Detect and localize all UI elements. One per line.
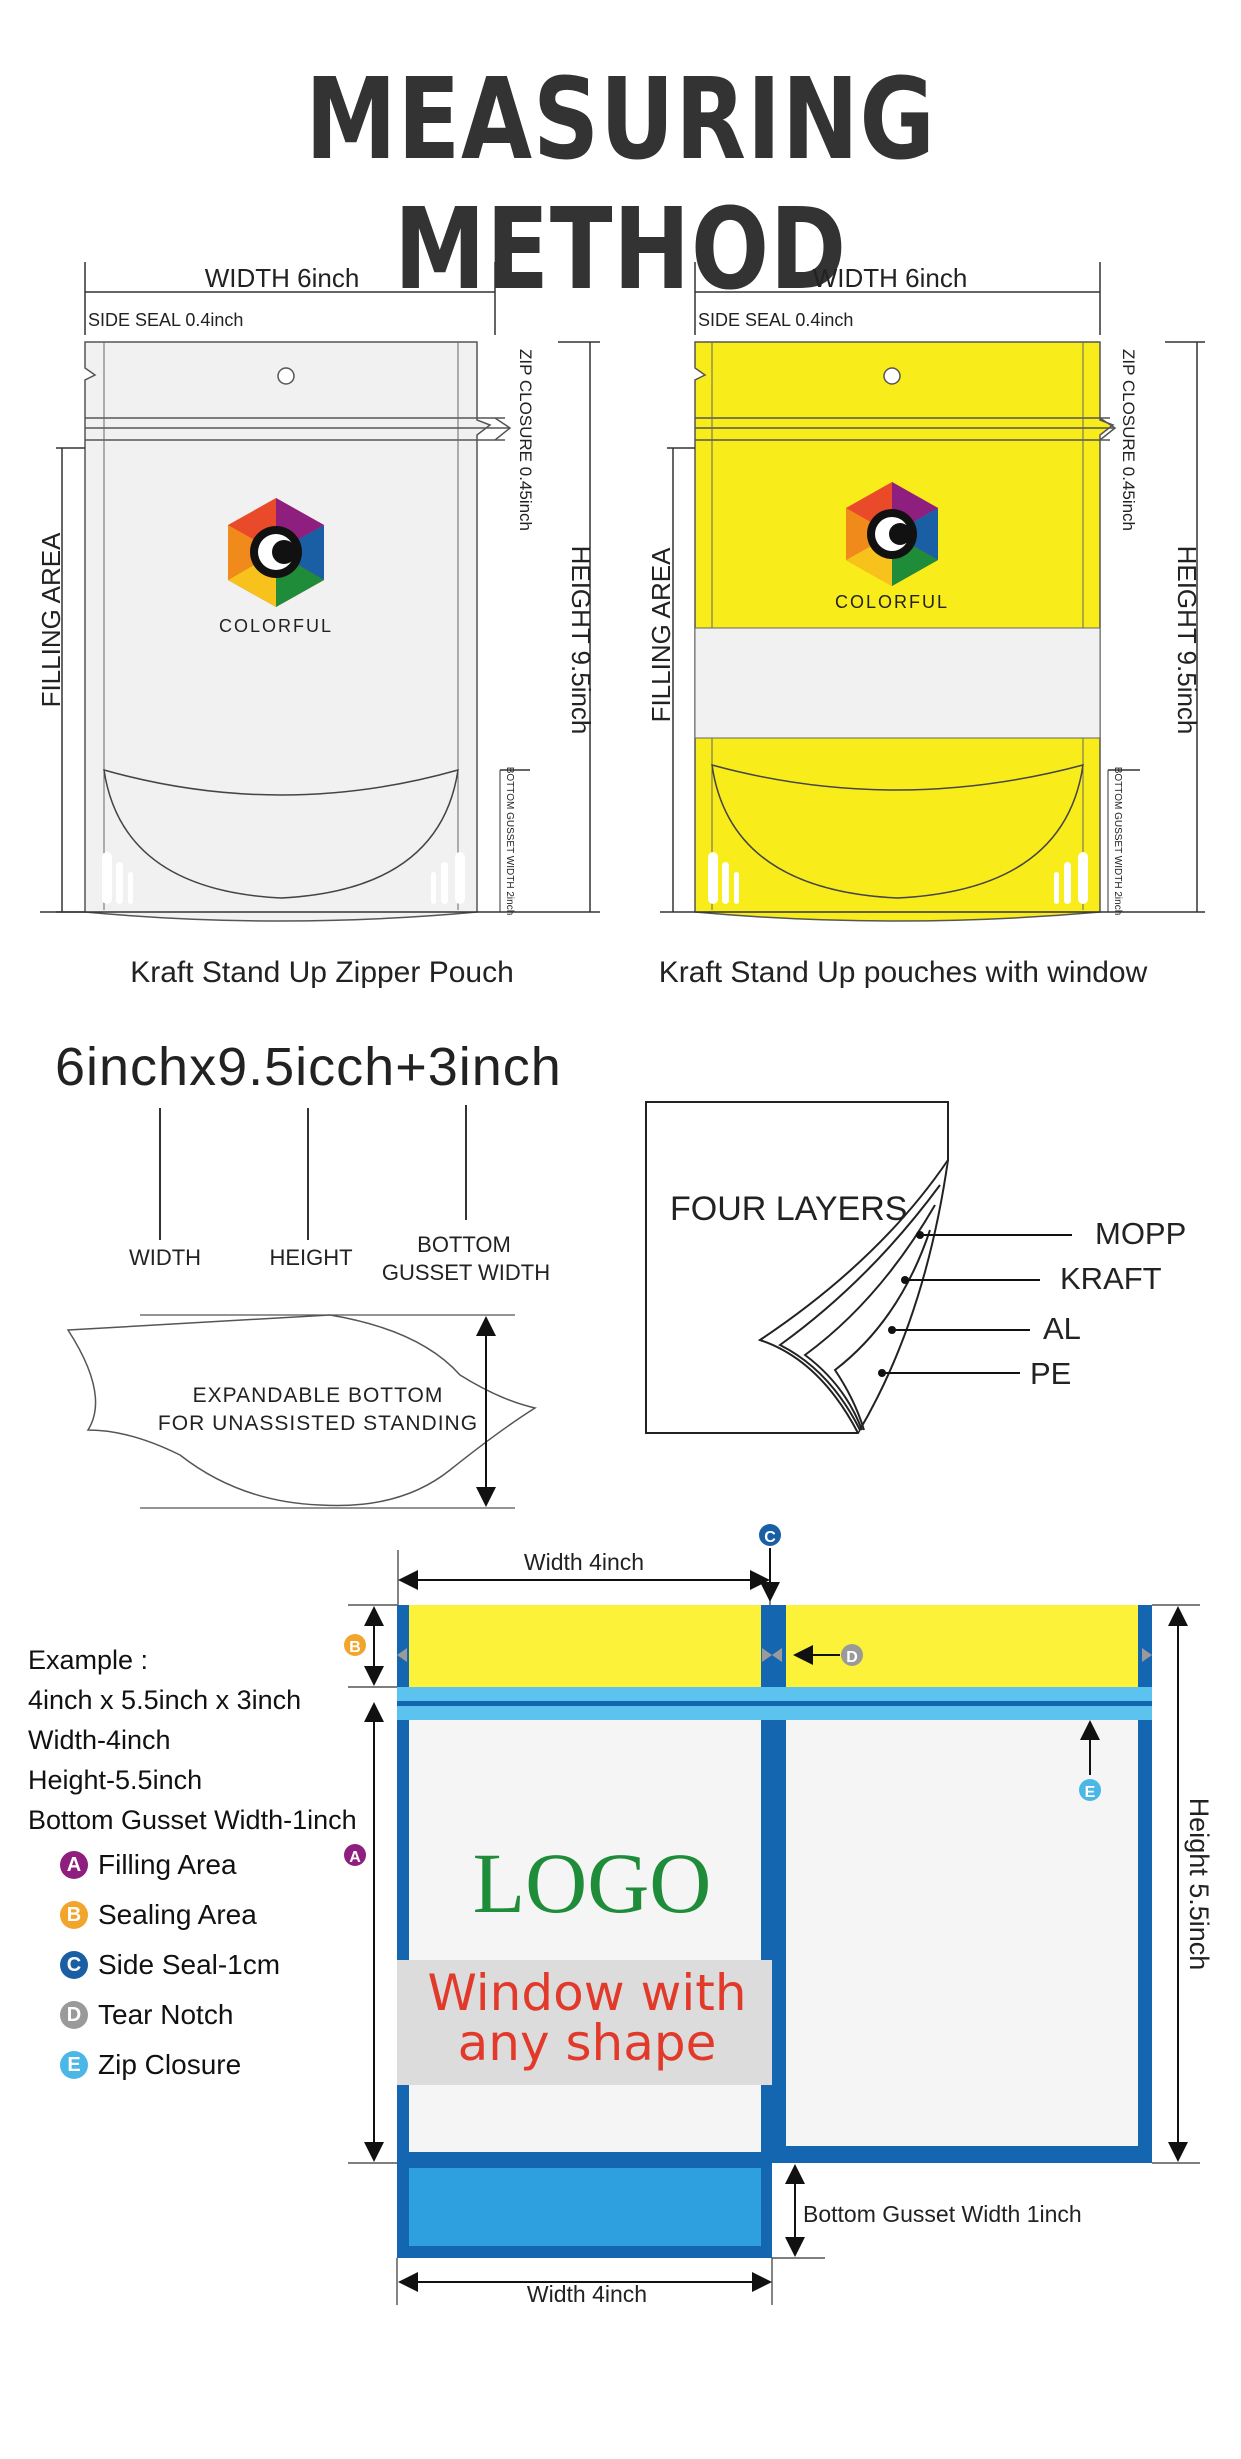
hang-hole-icon: [277, 367, 295, 385]
example-bag-diagram: Width 4inch C LOGO Window with any shape: [344, 1524, 1214, 2307]
legend-badge-c: C: [60, 1951, 88, 1979]
pouch2-gusset-label: BOTTOM GUSSET WIDTH 2inch: [1112, 767, 1123, 916]
marker-a: A: [349, 1849, 361, 1866]
colorful-logo-icon: [846, 482, 938, 586]
hang-hole-icon: [883, 367, 901, 385]
dimension-formula-block: 6inchx9.5icch+3inch WIDTH HEIGHT BOTTOM …: [55, 1037, 562, 1285]
pouch1-height-label: HEIGHT 9.5inch: [566, 546, 596, 735]
legend-badge-e: E: [60, 2051, 88, 2079]
legend-label: Tear Notch: [98, 1999, 234, 2030]
colorful-logo-icon: [228, 498, 324, 607]
legend-badge-a: A: [60, 1851, 88, 1879]
bag-logo: LOGO: [473, 1835, 712, 1931]
dim-width-label: WIDTH: [129, 1245, 201, 1270]
legend-label: Zip Closure: [98, 2049, 242, 2080]
expandable-bottom-diagram: EXPANDABLE BOTTOM FOR UNASSISTED STANDIN…: [66, 1314, 537, 1509]
bag-height-label: Height 5.5inch: [1184, 1798, 1214, 1971]
legend-badge-d: D: [60, 2001, 88, 2029]
pouch2-logo-text: COLORFUL: [835, 592, 949, 612]
legend-item: B Sealing Area: [60, 1890, 280, 1940]
bag-width-top: Width 4inch: [524, 1549, 644, 1575]
pouch2-window: [694, 627, 1101, 739]
page-title: MEASURING METHOD: [305, 55, 936, 315]
pouch-1: WIDTH 6inch SIDE SEAL 0.4inch: [36, 262, 600, 989]
example-line: Height-5.5inch: [28, 1765, 203, 1795]
layer-label: KRAFT: [1060, 1261, 1162, 1296]
layer-label: MOPP: [1095, 1216, 1186, 1251]
pouch2-caption: Kraft Stand Up pouches with window: [659, 956, 1148, 989]
marker-e: E: [1085, 1784, 1096, 1801]
pouch2-zip-label: ZIP CLOSURE 0.45inch: [1119, 349, 1138, 531]
example-line: Example :: [28, 1645, 149, 1675]
legend-item: D Tear Notch: [60, 1990, 280, 2040]
bag-window-line1: Window with: [427, 1964, 746, 2022]
dimension-formula: 6inchx9.5icch+3inch: [55, 1037, 562, 1097]
example-line: 4inch x 5.5inch x 3inch: [28, 1685, 302, 1715]
pouch2-side-seal-label: SIDE SEAL 0.4inch: [698, 310, 853, 330]
layer-label: PE: [1030, 1356, 1071, 1391]
bag-gusset-label: Bottom Gusset Width 1inch: [803, 2201, 1082, 2227]
pouch-2: WIDTH 6inch SIDE SEAL 0.4inch COLO: [646, 262, 1205, 989]
expandable-line1: EXPANDABLE BOTTOM: [193, 1384, 444, 1407]
example-line: Bottom Gusset Width-1inch: [28, 1805, 357, 1835]
layers-title: FOUR LAYERS: [670, 1190, 907, 1228]
legend-label: Sealing Area: [98, 1899, 257, 1930]
four-layers-diagram: FOUR LAYERS MOPP KRAFT AL PE: [645, 1101, 1186, 1434]
pouch1-caption: Kraft Stand Up Zipper Pouch: [130, 956, 514, 989]
pouch2-height-label: HEIGHT 9.5inch: [1172, 546, 1202, 735]
example-line: Width-4inch: [28, 1725, 171, 1755]
example-text: Example : 4inch x 5.5inch x 3inch Width-…: [28, 1640, 357, 1840]
marker-b: B: [349, 1639, 361, 1656]
marker-d: D: [846, 1649, 858, 1666]
layer-label: AL: [1043, 1311, 1081, 1346]
dim-gusset-line1: BOTTOM: [417, 1232, 511, 1257]
bag-width-bottom: Width 4inch: [527, 2281, 647, 2307]
legend-item: A Filling Area: [60, 1840, 280, 1890]
pouch2-width-label: WIDTH 6inch: [813, 263, 968, 293]
legend-item: E Zip Closure: [60, 2040, 280, 2090]
bag-window-line2: any shape: [458, 2014, 717, 2072]
pouch1-gusset-label: BOTTOM GUSSET WIDTH 2inch: [504, 767, 515, 916]
legend-badge-b: B: [60, 1901, 88, 1929]
legend-label: Side Seal-1cm: [98, 1949, 281, 1980]
dim-gusset-line2: GUSSET WIDTH: [382, 1260, 550, 1285]
legend-label: Filling Area: [98, 1849, 237, 1880]
pouch1-side-seal-label: SIDE SEAL 0.4inch: [88, 310, 243, 330]
dim-height-label: HEIGHT: [269, 1245, 352, 1270]
legend-item: C Side Seal-1cm: [60, 1940, 280, 1990]
pouch1-width-label: WIDTH 6inch: [205, 263, 360, 293]
pouch1-filling-label: FILLING AREA: [36, 532, 66, 707]
legend: A Filling Area B Sealing Area C Side Sea…: [60, 1840, 280, 2090]
pouch2-filling-label: FILLING AREA: [646, 547, 676, 722]
marker-c: C: [764, 1529, 776, 1546]
expandable-line2: FOR UNASSISTED STANDING: [158, 1412, 478, 1435]
pouch1-zip-label: ZIP CLOSURE 0.45inch: [516, 349, 535, 531]
pouch1-logo-text: COLORFUL: [219, 616, 333, 636]
